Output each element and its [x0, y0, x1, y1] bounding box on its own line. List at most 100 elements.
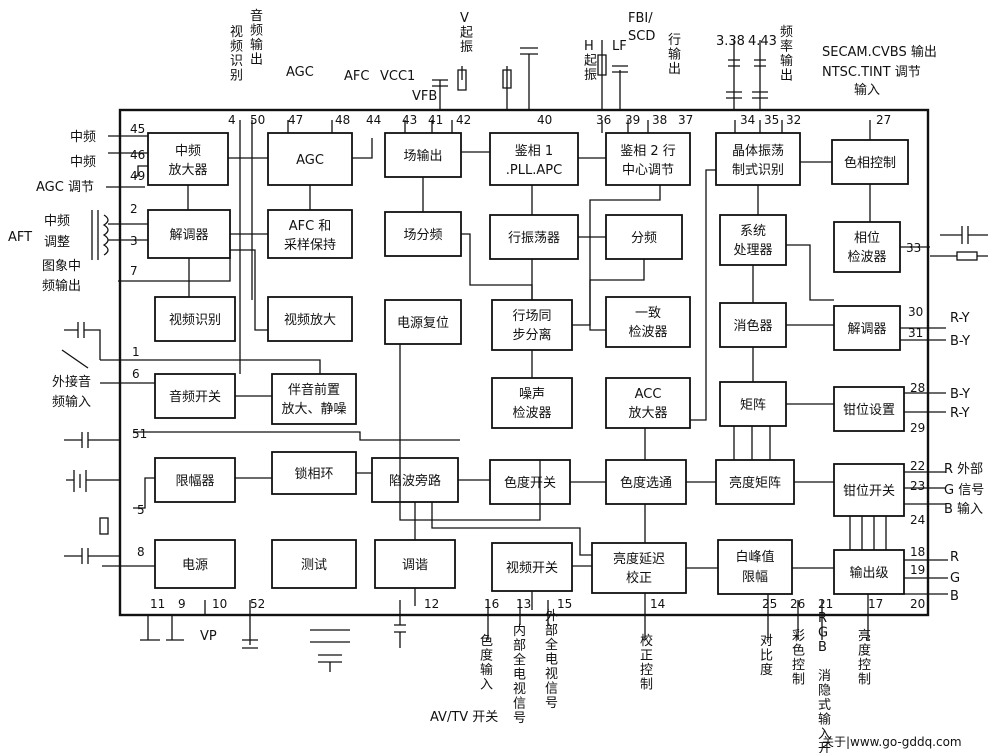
block-color-killer: 消色器	[719, 302, 787, 348]
label-bright-ctrl: 亮度控制	[858, 628, 871, 688]
label-by-out: B-Y	[950, 334, 970, 349]
svg-text:检波器: 检波器	[847, 250, 886, 265]
label-input: 输入	[854, 82, 880, 98]
svg-text:测试: 测试	[301, 558, 327, 573]
block-pll: 锁相环	[271, 451, 357, 495]
svg-text:19: 19	[910, 563, 925, 577]
svg-text:钳位开关: 钳位开关	[843, 484, 895, 499]
svg-text:16: 16	[484, 597, 499, 611]
label-afc-top: AFC	[344, 69, 369, 84]
svg-text:9: 9	[178, 597, 186, 611]
svg-text:13: 13	[516, 597, 531, 611]
svg-text:行振荡器: 行振荡器	[508, 231, 560, 246]
label-ry-in: R-Y	[950, 406, 970, 421]
block-audio-switch: 音频开关	[154, 373, 236, 419]
block-field-output: 场输出	[384, 132, 462, 178]
svg-text:48: 48	[335, 113, 350, 127]
svg-text:视频放大: 视频放大	[284, 313, 336, 328]
svg-text:陷波旁路: 陷波旁路	[389, 473, 441, 489]
svg-text:24: 24	[910, 513, 925, 527]
label-b-in: B 输入	[944, 501, 983, 517]
label-if-in-1: 中频	[70, 130, 96, 145]
svg-text:1: 1	[132, 345, 140, 359]
label-if-tune-2: 调整	[44, 235, 70, 250]
block-power: 电源	[154, 539, 236, 589]
svg-text:AFC 和: AFC 和	[289, 219, 332, 234]
svg-text:限幅: 限幅	[742, 570, 768, 585]
svg-text:33: 33	[906, 241, 921, 255]
svg-text:解调器: 解调器	[169, 228, 208, 243]
label-contrast: 对比度	[760, 634, 773, 678]
svg-text:10: 10	[212, 597, 227, 611]
svg-text:晶体振荡: 晶体振荡	[732, 144, 784, 159]
svg-text:场分频: 场分频	[403, 228, 442, 243]
svg-text:28: 28	[910, 381, 925, 395]
svg-text:ACC: ACC	[635, 387, 662, 402]
svg-text:放大器: 放大器	[628, 406, 667, 421]
svg-text:矩阵: 矩阵	[740, 398, 766, 413]
label-ext-tv: 外部全电视信号	[545, 609, 558, 711]
block-limiter: 限幅器	[154, 457, 236, 503]
svg-text:制式识别: 制式识别	[732, 163, 784, 178]
label-pic-if-1: 图象中	[42, 259, 81, 274]
svg-text:检波器: 检波器	[512, 406, 551, 421]
label-av-tv: AV/TV 开关	[430, 710, 498, 725]
svg-text:钳位设置: 钳位设置	[843, 403, 895, 418]
svg-text:50: 50	[250, 113, 265, 127]
svg-text:25: 25	[762, 597, 777, 611]
svg-text:.PLL.APC: .PLL.APC	[506, 163, 562, 178]
label-lf: LF	[612, 39, 627, 54]
block-video-switch: 视频开关	[491, 542, 573, 592]
svg-text:处理器: 处理器	[733, 243, 772, 258]
block-video-id: 视频识别	[154, 296, 236, 342]
block-divider: 分频	[605, 214, 683, 260]
svg-text:限幅器: 限幅器	[175, 474, 214, 489]
label-ntsc-in: NTSC.TINT 调节	[822, 65, 921, 80]
label-color-ctrl: 彩色控制	[792, 629, 805, 688]
block-rgb-demodulator: 解调器	[833, 305, 901, 351]
svg-text:8: 8	[137, 545, 145, 559]
block-matrix: 矩阵	[719, 381, 787, 427]
svg-text:12: 12	[424, 597, 439, 611]
block-field-divider: 场分频	[384, 211, 462, 257]
label-vcc1: VCC1	[380, 69, 415, 84]
signal-wires	[100, 120, 948, 645]
svg-text:22: 22	[910, 459, 925, 473]
svg-text:消色器: 消色器	[733, 318, 772, 334]
block-tuning: 调谐	[374, 539, 456, 589]
label-by-in: B-Y	[950, 387, 970, 402]
label-video-id-top: 视频识别	[230, 25, 243, 84]
svg-text:42: 42	[456, 113, 471, 127]
svg-text:35: 35	[764, 113, 779, 127]
pin-numbers: 45 46 49 2 3 7 1 6 51 5 8 11 9 10 52 4 5…	[130, 113, 925, 611]
svg-text:18: 18	[910, 545, 925, 559]
label-h-out: 行输出	[668, 33, 681, 77]
svg-text:41: 41	[428, 113, 443, 127]
svg-text:音频开关: 音频开关	[169, 389, 221, 405]
block-luma-matrix: 亮度矩阵	[715, 459, 795, 505]
svg-text:3: 3	[130, 234, 138, 248]
svg-text:40: 40	[537, 113, 552, 127]
svg-text:14: 14	[650, 597, 665, 611]
block-acc-amp: ACC 放大器	[605, 377, 691, 429]
svg-text:步分离: 步分离	[512, 327, 551, 343]
block-power-reset: 电源复位	[384, 299, 462, 345]
label-vp: VP	[200, 629, 217, 644]
label-fbi: FBI/	[628, 11, 653, 26]
block-clamp-switch: 钳位开关	[833, 463, 905, 517]
svg-text:37: 37	[678, 113, 693, 127]
svg-text:39: 39	[625, 113, 640, 127]
svg-text:7: 7	[130, 264, 138, 278]
label-int-tv: 内部全电视信号	[513, 623, 526, 726]
block-agc: AGC	[267, 132, 353, 186]
label-ext-audio-2: 频输入	[52, 394, 91, 410]
label-secam-out: SECAM.CVBS 输出	[822, 44, 937, 60]
block-hue-control: 色相控制	[831, 139, 909, 185]
svg-text:44: 44	[366, 113, 381, 127]
